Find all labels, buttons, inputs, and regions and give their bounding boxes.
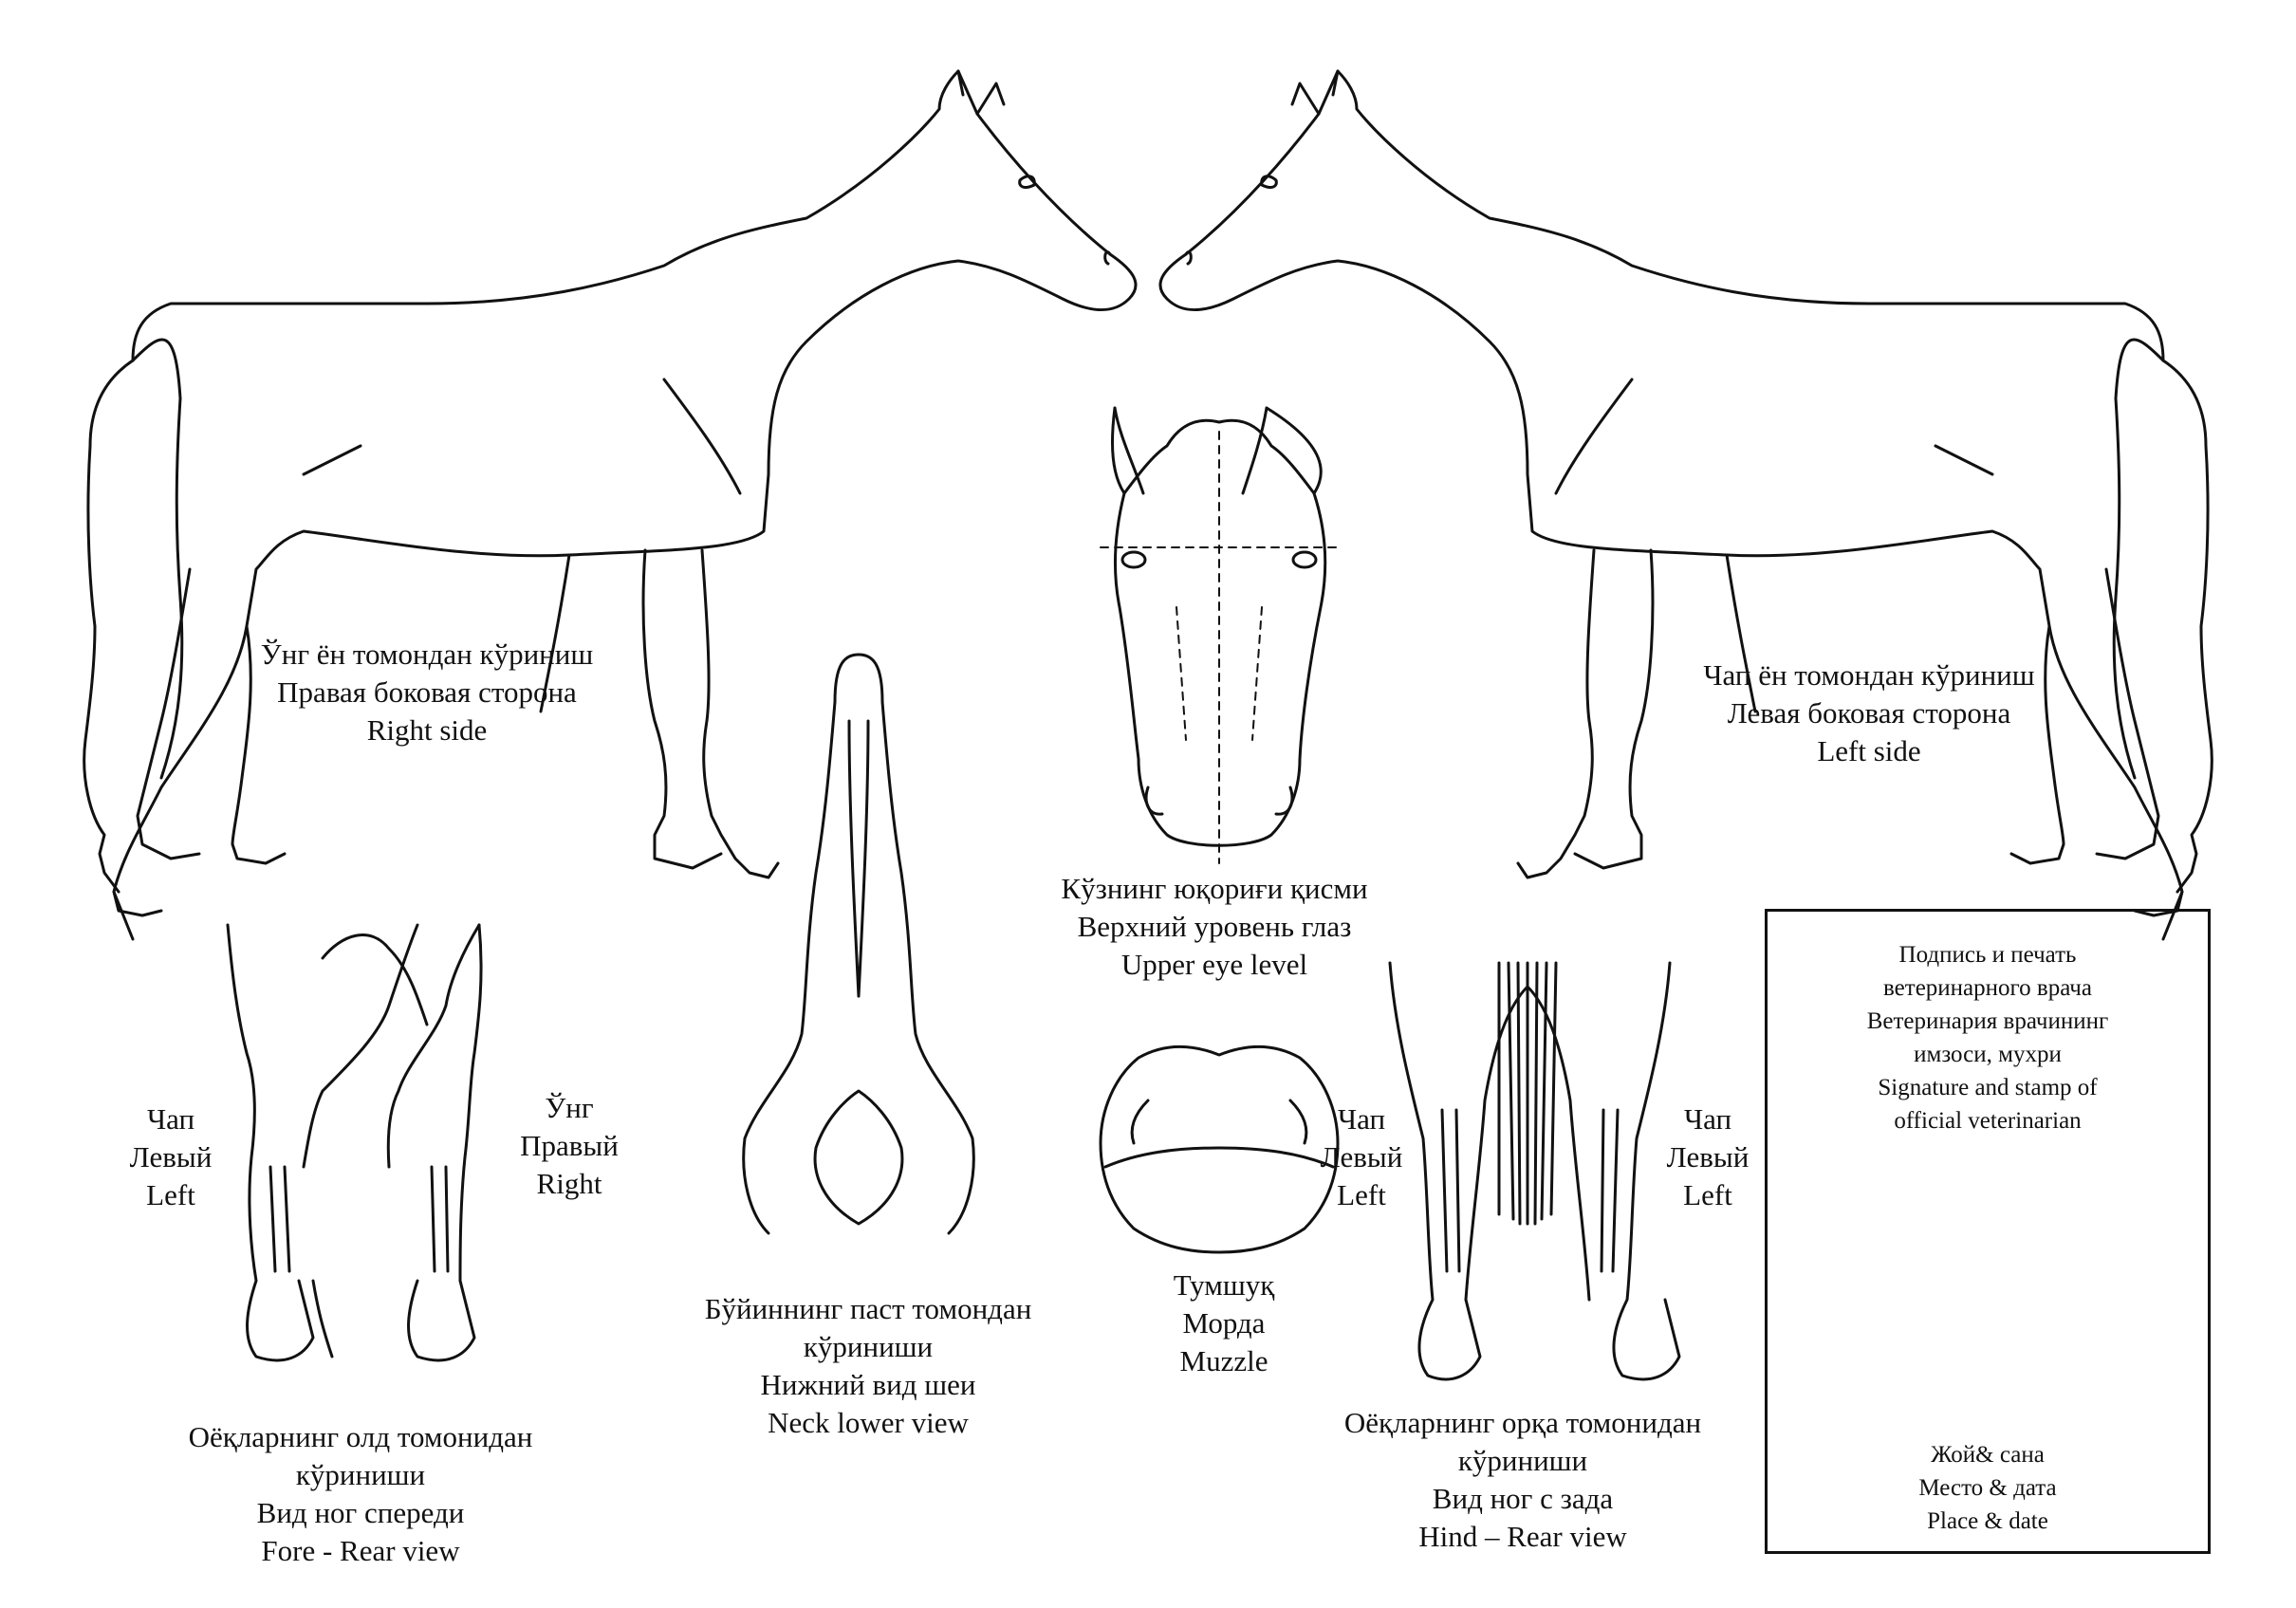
horse-left-side-label: Чап ён томондан кўриниш Левая боковая ст…	[1670, 656, 2068, 770]
label-line: Ўнг ён томондан кўриниш	[260, 638, 594, 671]
label-line: Подпись и печать	[1898, 942, 2077, 968]
label-line: Left	[1337, 1178, 1386, 1211]
label-line: Оёқларнинг орқа томонидан	[1343, 1406, 1702, 1439]
hind-legs-left-label: Чап Левый Left	[1295, 1100, 1428, 1214]
label-line: Левый	[1320, 1140, 1403, 1174]
label-line: кўриниши	[295, 1458, 426, 1491]
label-line: Левый	[129, 1140, 213, 1174]
label-line: Кўзнинг юқориғи қисми	[1061, 872, 1368, 905]
neck-lower-view-label: Бўйиннинг паст томондан кўриниши Нижний …	[655, 1290, 1082, 1442]
label-line: Left side	[1817, 734, 1921, 767]
label-line: Левая боковая сторона	[1727, 696, 2011, 730]
label-line: Бўйиннинг паст томондан	[704, 1292, 1032, 1325]
label-line: Нижний вид шеи	[760, 1368, 976, 1401]
signature-heading: Подпись и печать ветеринарного врача Вет…	[1768, 938, 2208, 1137]
label-line: Signature and stamp of	[1878, 1075, 2098, 1100]
label-line: Upper eye level	[1120, 948, 1308, 981]
label-line: Hind – Rear view	[1418, 1520, 1627, 1553]
label-line: Right side	[366, 713, 488, 747]
horse-right-side-label: Ўнг ён томондан кўриниш Правая боковая с…	[228, 636, 626, 749]
label-line: Морда	[1182, 1306, 1266, 1340]
label-line: Чап ён томондан кўриниш	[1703, 658, 2035, 692]
fore-legs-caption: Оёқларнинг олд томонидан кўриниши Вид но…	[133, 1418, 588, 1570]
label-line: Жой& сана	[1931, 1442, 2045, 1468]
fore-legs-drawing	[226, 923, 483, 1362]
horse-left-side-drawing	[1158, 69, 2213, 941]
label-line: Чап	[146, 1102, 195, 1136]
label-line: Чап	[1683, 1102, 1732, 1136]
label-line: Вид ног спереди	[256, 1496, 465, 1529]
label-line: Оёқларнинг олд томонидан	[188, 1420, 533, 1453]
hind-legs-drawing	[1388, 961, 1681, 1381]
label-line: Left	[1683, 1178, 1732, 1211]
label-line: Место & дата	[1918, 1475, 2057, 1501]
neck-lower-view-drawing	[742, 653, 975, 1235]
horse-right-side-drawing	[83, 69, 1138, 941]
label-line: Правый	[520, 1129, 619, 1162]
head-front-drawing	[1100, 406, 1339, 864]
label-line: имзоси, мухри	[1914, 1042, 2062, 1067]
label-line: кўриниши	[803, 1330, 934, 1363]
fore-legs-right-label: Ўнг Правый Right	[503, 1089, 636, 1203]
label-line: Fore - Rear view	[261, 1534, 460, 1567]
place-date-label: Жой& сана Место & дата Place & date	[1768, 1438, 2208, 1538]
label-line: Верхний уровень глаз	[1077, 910, 1352, 943]
label-line: Muzzle	[1179, 1344, 1268, 1377]
label-line: Ветеринария врачининг	[1866, 1008, 2109, 1034]
label-line: Вид ног с зада	[1432, 1482, 1614, 1515]
label-line: ветеринарного врача	[1883, 975, 2092, 1001]
label-line: Тумшуқ	[1173, 1268, 1275, 1302]
label-line: Левый	[1666, 1140, 1750, 1174]
muzzle-drawing	[1099, 1044, 1340, 1254]
signature-stamp-box[interactable]: Подпись и печать ветеринарного врача Вет…	[1765, 909, 2211, 1554]
hind-legs-caption: Оёқларнинг орқа томонидан кўриниши Вид н…	[1295, 1404, 1750, 1556]
head-front-label: Кўзнинг юқориғи қисми Верхний уровень гл…	[1006, 870, 1423, 984]
muzzle-label: Тумшуқ Морда Muzzle	[1082, 1266, 1366, 1380]
label-line: official veterinarian	[1894, 1108, 2082, 1134]
label-line: Neck lower view	[768, 1406, 969, 1439]
hind-legs-right-label: Чап Левый Left	[1641, 1100, 1774, 1214]
label-line: Чап	[1337, 1102, 1386, 1136]
label-line: Правая боковая сторона	[277, 675, 577, 709]
label-line: Right	[536, 1167, 602, 1200]
label-line: Place & date	[1927, 1508, 2048, 1534]
label-line: кўриниши	[1457, 1444, 1588, 1477]
fore-legs-left-label: Чап Левый Left	[104, 1100, 237, 1214]
label-line: Ўнг	[545, 1091, 594, 1124]
label-line: Left	[146, 1178, 195, 1211]
